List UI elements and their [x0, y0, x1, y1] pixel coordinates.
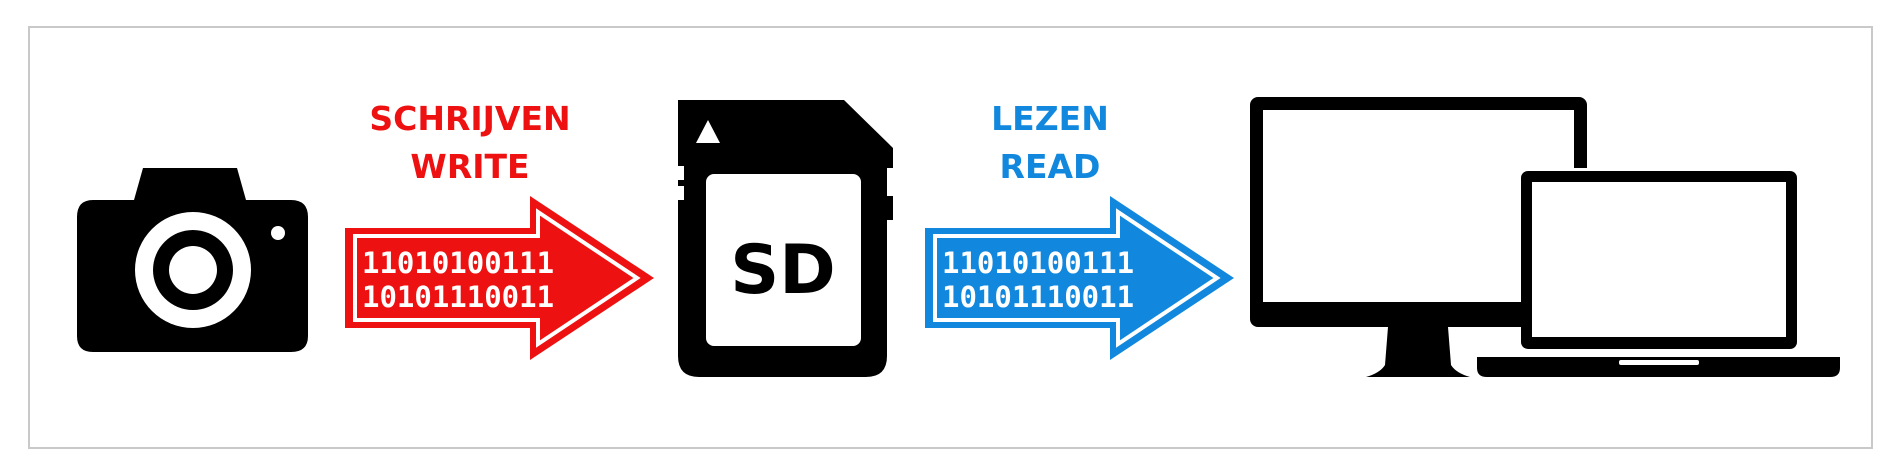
- read-bits-line-2: 10101110011: [942, 280, 1134, 314]
- diagram-frame: [28, 26, 1873, 449]
- write-arrow: 11010100111 10101110011: [345, 196, 654, 360]
- write-bits-line-2: 10101110011: [362, 280, 554, 314]
- write-label-nl: SCHRIJVEN: [369, 99, 570, 138]
- write-label-en: WRITE: [410, 147, 529, 186]
- sd-card-icon: SD: [678, 100, 893, 377]
- sd-card-label: SD: [730, 231, 835, 310]
- read-label-nl: LEZEN: [991, 99, 1109, 138]
- monitor-icon: [1250, 97, 1587, 377]
- read-bits-line-1: 11010100111: [942, 246, 1134, 280]
- read-label-en: READ: [1000, 147, 1101, 186]
- read-arrow: 11010100111 10101110011: [925, 196, 1234, 360]
- write-bits-line-1: 11010100111: [362, 246, 554, 280]
- camera-icon: [77, 168, 308, 352]
- laptop-icon: [1477, 168, 1840, 377]
